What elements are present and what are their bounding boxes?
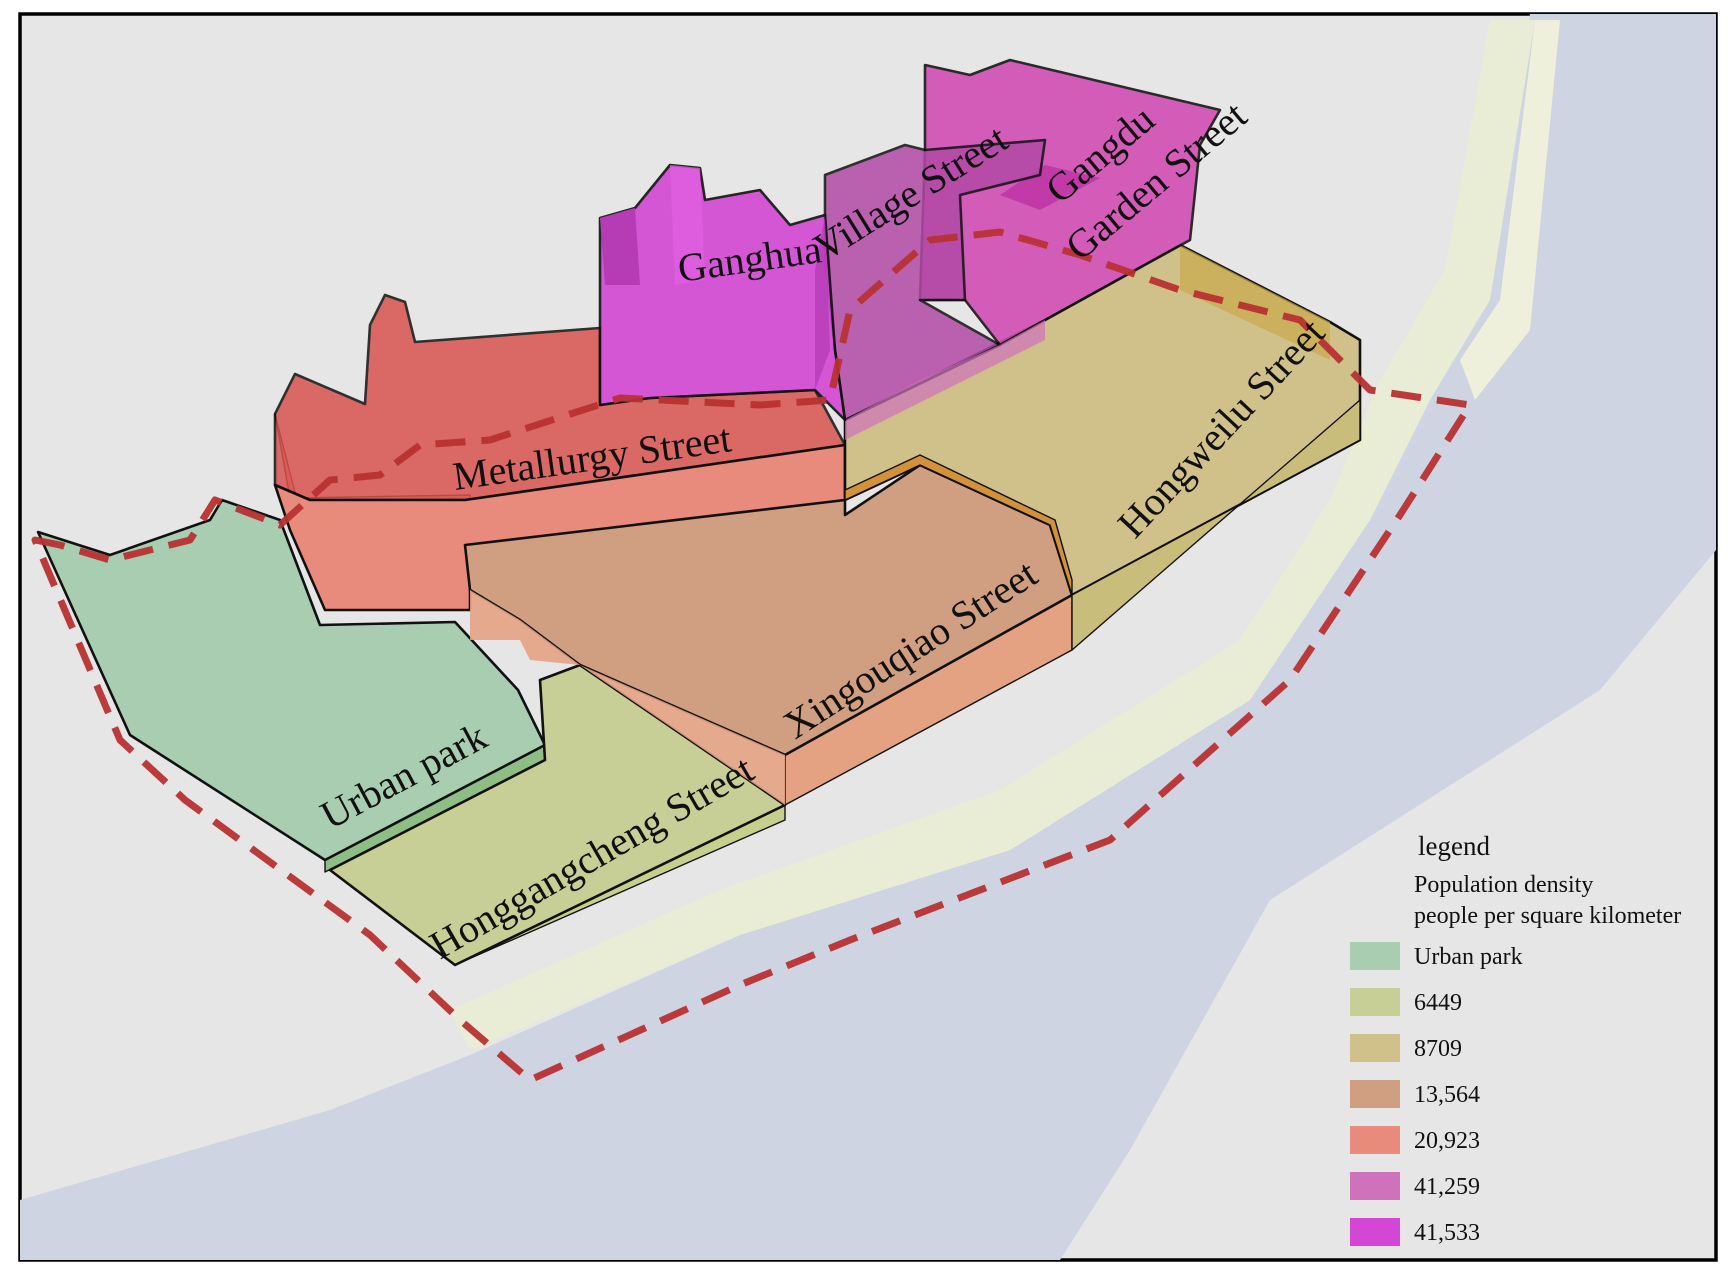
legend-label: 41,259	[1414, 1174, 1480, 1200]
legend-subtitle-2: people per square kilometer	[1414, 903, 1681, 929]
block-ganghua	[598, 163, 847, 422]
legend-swatch	[1350, 1126, 1400, 1154]
block-xingouqiao	[463, 463, 1074, 806]
legend-swatch	[1350, 1218, 1400, 1246]
legend-items: Urban park 6449 8709 13,564 20,923 41,259 41,5…	[1350, 942, 1523, 1246]
legend-swatch	[1350, 942, 1400, 970]
study-area-boundary	[31, 228, 1474, 1084]
block-hongweilu	[843, 243, 1362, 651]
legend-swatch	[1350, 1080, 1400, 1108]
gangdu-garden-notch	[1000, 165, 1100, 210]
map-legend: legend Population density people per squ…	[1350, 831, 1681, 1246]
ganghua-wall-c	[815, 215, 830, 390]
riverbank-north	[1460, 20, 1560, 400]
legend-label: Urban park	[1414, 944, 1523, 970]
hongweilu-north-wall	[1180, 245, 1330, 360]
ganghua-wall-b	[670, 165, 705, 285]
legend-title: legend	[1418, 831, 1490, 861]
legend-subtitle-1: Population density	[1414, 872, 1593, 898]
xingouqiao-side	[470, 590, 785, 805]
legend-swatch	[1350, 1034, 1400, 1062]
village-street-wall	[845, 320, 1045, 440]
legend-swatch	[1350, 988, 1400, 1016]
legend-label: 6449	[1414, 990, 1462, 1016]
hongweilu-wall	[1071, 399, 1361, 651]
legend-swatch	[1350, 1172, 1400, 1200]
hongweilu-ridge	[844, 454, 1073, 596]
block-urban-park	[36, 498, 547, 873]
riverbank	[450, 20, 1535, 1050]
urban-park-roof	[36, 498, 547, 862]
legend-label: 41,533	[1414, 1220, 1480, 1246]
legend-label: 13,564	[1414, 1082, 1480, 1108]
ganghua-wall-a	[600, 208, 640, 285]
legend-label: 8709	[1414, 1036, 1462, 1062]
legend-label: 20,923	[1414, 1128, 1480, 1154]
